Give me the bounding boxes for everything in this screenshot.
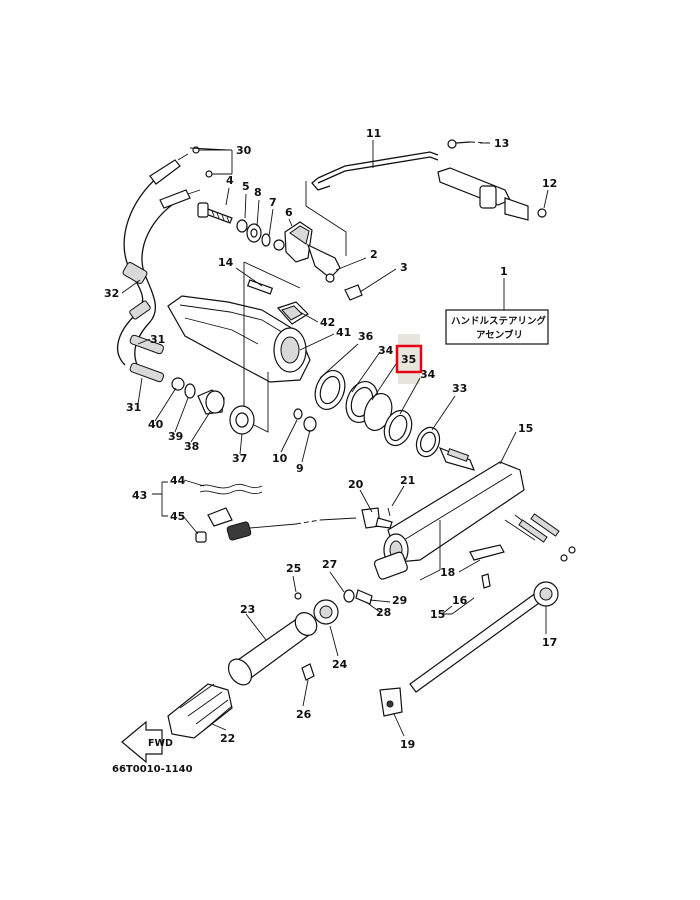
callout-19: 19	[400, 738, 415, 751]
callout-38: 38	[184, 440, 199, 453]
callout-28: 28	[376, 606, 391, 619]
callout-24: 24	[332, 658, 348, 671]
callout-45: 45	[170, 510, 185, 523]
bolt-part-20-21	[361, 507, 393, 529]
steering-bracket-part-12-13	[437, 139, 547, 221]
callout-5: 5	[242, 180, 250, 193]
spring-part-28-29	[355, 589, 373, 605]
callout-40: 40	[148, 418, 164, 431]
washer-part-10	[293, 408, 303, 420]
callout-36: 36	[358, 330, 374, 343]
pin-part-25	[294, 592, 302, 600]
washer-part-27	[343, 589, 355, 603]
callout-26: 26	[296, 708, 312, 721]
callout-31a: 31	[150, 333, 165, 346]
callout-33: 33	[452, 382, 467, 395]
throttle-grip-part-22-24	[167, 599, 339, 739]
callout-34a: 34	[378, 344, 394, 357]
callout-15b: 15	[430, 608, 445, 621]
drawing-code: 66T0010-1140	[112, 764, 193, 775]
plate-part-18	[469, 544, 505, 561]
cables-part-30-32	[116, 146, 233, 383]
callout-17: 17	[542, 636, 557, 649]
callout-34b: 34	[420, 368, 436, 381]
callout-numbers: 11 13 12 30 4 5 8 7 6 2 3 1 14 32 42 41 …	[104, 127, 557, 751]
callout-12: 12	[542, 177, 557, 190]
steering-bracket-part-15	[373, 446, 576, 580]
bolt-and-bushings-part-4-8	[197, 202, 285, 251]
leader-lines	[121, 140, 549, 737]
nut-part-9	[303, 416, 317, 432]
callout-43: 43	[132, 489, 147, 502]
assembly-name-box	[445, 309, 549, 345]
callout-31b: 31	[126, 401, 141, 414]
callout-6: 6	[285, 206, 293, 219]
fwd-label: FWD	[148, 738, 173, 749]
callout-16: 16	[452, 594, 468, 607]
callout-2: 2	[370, 248, 378, 261]
callout-35: 35	[401, 353, 416, 366]
callout-1: 1	[500, 265, 508, 278]
callout-18: 18	[440, 566, 455, 579]
callout-7: 7	[269, 196, 277, 209]
callout-42: 42	[320, 316, 335, 329]
callout-10: 10	[272, 452, 288, 465]
callout-37: 37	[232, 452, 247, 465]
callout-20: 20	[348, 478, 364, 491]
callout-27: 27	[322, 558, 337, 571]
link-rod-part-11	[311, 151, 439, 191]
callout-4: 4	[226, 174, 234, 187]
bolt-part-16	[481, 573, 491, 589]
callout-13: 13	[494, 137, 509, 150]
fwd-arrow-icon: FWD	[121, 720, 173, 764]
assembly-name-line1: ハンドルステアリング	[451, 315, 547, 327]
callout-29: 29	[392, 594, 407, 607]
callout-9: 9	[296, 462, 304, 475]
friction-parts-part-37-40	[171, 377, 255, 435]
assembly-name-line2: アセンブリ	[476, 329, 523, 341]
callout-23: 23	[240, 603, 255, 616]
callout-41: 41	[336, 326, 351, 339]
callout-11: 11	[366, 127, 381, 140]
callout-15a: 15	[518, 422, 533, 435]
shaft-part-17	[409, 581, 559, 693]
callout-39: 39	[168, 430, 183, 443]
callout-8: 8	[254, 186, 262, 199]
callout-25: 25	[286, 562, 301, 575]
seals-part-33-36	[314, 370, 441, 458]
callout-21: 21	[400, 474, 415, 487]
handle-housing-part-14-41-42	[167, 279, 311, 383]
highlight-box-35	[395, 344, 423, 374]
stop-switch-part-43-45	[195, 483, 357, 543]
callout-30: 30	[236, 144, 252, 157]
callout-3: 3	[400, 261, 408, 274]
clamp-part-19	[379, 687, 403, 717]
callout-44: 44	[170, 474, 186, 487]
callout-14: 14	[218, 256, 234, 269]
callout-32: 32	[104, 287, 119, 300]
callout-22: 22	[220, 732, 235, 745]
throttle-arm-part-2-3-6	[284, 221, 363, 301]
